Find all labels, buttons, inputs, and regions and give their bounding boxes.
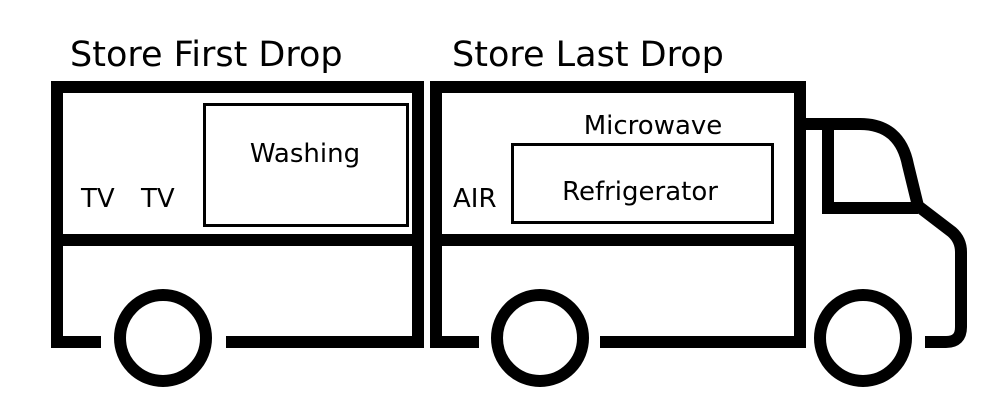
compartment-title: Store First Drop [70, 35, 343, 75]
cargo-box-outline [430, 81, 806, 348]
wheel-icon [491, 289, 589, 387]
washing-box [203, 103, 409, 227]
item-label-washing: Washing [250, 139, 360, 169]
wheel-icon [114, 289, 212, 387]
compartment-store-last-drop: Store Last Drop Microwave Refrigerator A… [430, 35, 806, 387]
cab-icon [806, 118, 967, 387]
compartment-store-first-drop: Store First Drop Washing TV TV [51, 35, 424, 387]
item-label-microwave: Microwave [584, 111, 723, 141]
item-label-tv: TV [140, 184, 175, 214]
cab-outline [806, 118, 967, 348]
compartment-title: Store Last Drop [452, 35, 724, 75]
wheel-icon [814, 289, 912, 387]
cargo-box-outline [51, 81, 424, 348]
refrigerator-box [511, 143, 774, 224]
cab-window [822, 124, 918, 214]
item-label-refrigerator: Refrigerator [562, 177, 718, 207]
item-label-air: AIR [453, 184, 497, 214]
item-label-tv: TV [80, 184, 115, 214]
